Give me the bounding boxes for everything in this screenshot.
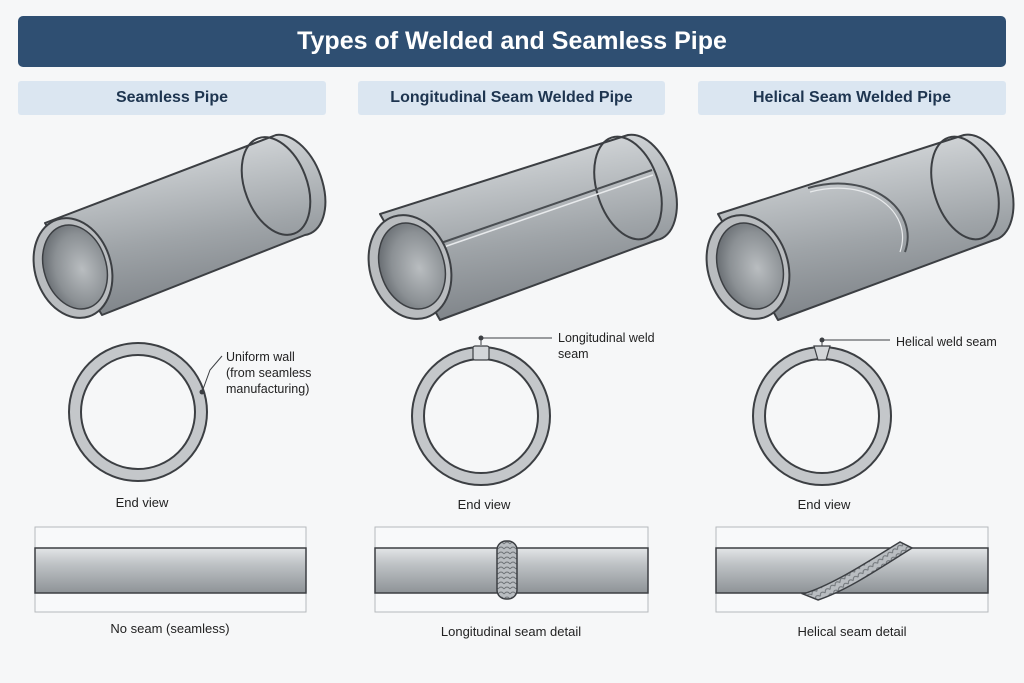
header-longitudinal: Longitudinal Seam Welded Pipe xyxy=(358,81,665,115)
seamless-end-view xyxy=(68,342,223,482)
callout-line: seam xyxy=(558,347,589,361)
seamless-pipe-3d xyxy=(32,133,327,319)
callout-line: Helical weld seam xyxy=(896,335,997,349)
header-helical: Helical Seam Welded Pipe xyxy=(698,81,1006,115)
callout-uniform-wall: Uniform wall (from seamless manufacturin… xyxy=(226,349,311,397)
callout-helical-weld: Helical weld seam xyxy=(896,334,997,350)
longitudinal-end-view xyxy=(411,335,552,486)
header-seamless: Seamless Pipe xyxy=(18,81,326,115)
seamless-detail xyxy=(34,526,307,613)
detail-label-helical: Helical seam detail xyxy=(797,624,907,639)
helical-end-view xyxy=(752,337,892,486)
end-view-label-seamless: End view xyxy=(115,495,169,510)
end-view-label-helical: End view xyxy=(797,497,851,512)
longitudinal-detail xyxy=(374,526,649,613)
callout-line: manufacturing) xyxy=(226,382,310,396)
helical-detail xyxy=(715,526,989,613)
callout-line: Longitudinal weld xyxy=(558,331,655,345)
diagram-title: Types of Welded and Seamless Pipe xyxy=(18,16,1006,67)
callout-longitudinal-weld: Longitudinal weld seam xyxy=(558,330,655,362)
detail-label-longitudinal: Longitudinal seam detail xyxy=(440,624,582,639)
callout-line: Uniform wall xyxy=(226,350,295,364)
helical-pipe-3d xyxy=(705,133,1015,321)
callout-line: (from seamless xyxy=(226,366,312,380)
longitudinal-pipe-3d xyxy=(367,133,678,321)
end-view-label-longitudinal: End view xyxy=(457,497,511,512)
detail-label-seamless: No seam (seamless) xyxy=(110,621,230,636)
